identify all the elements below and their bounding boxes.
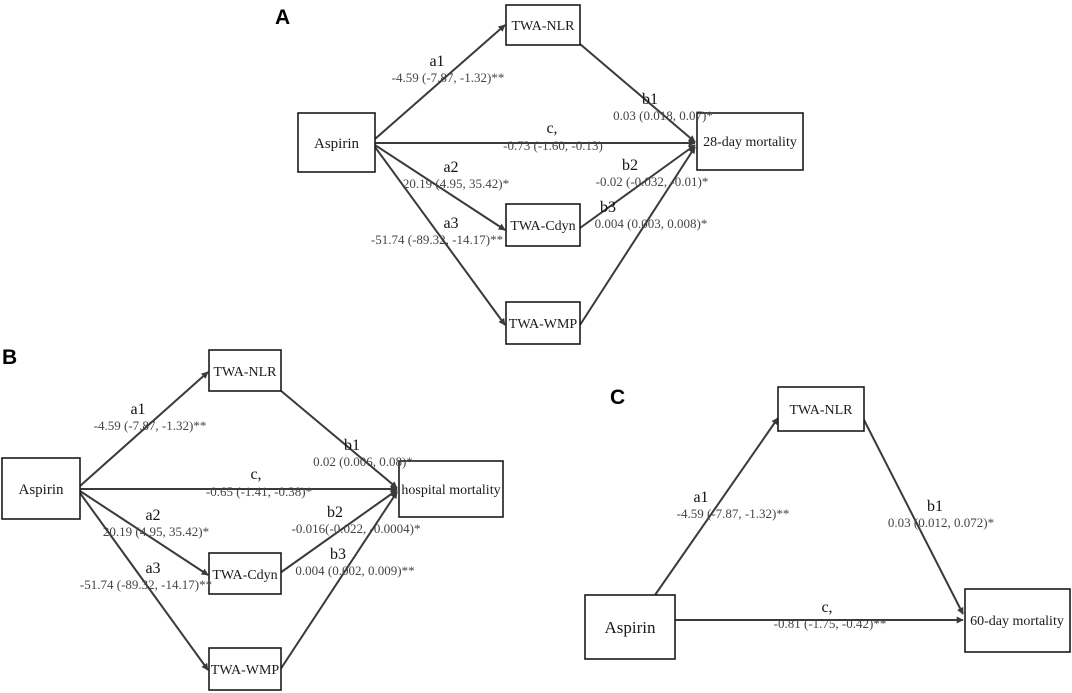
label-b-a1-value: -4.59 (-7.87, -1.32)**	[94, 418, 207, 433]
panel-c: C Aspirin TWA-NLR 60-day mortality a1 -4…	[584, 386, 1071, 660]
node-b-aspirin-label: Aspirin	[19, 482, 65, 498]
panel-a: A Aspirin TWA-NLR TWA-Cdyn TWA-WMP 28-da…	[275, 4, 804, 345]
node-c-outcome: 60-day mortality	[964, 588, 1071, 653]
panel-b: B Aspirin TWA-NLR TWA-Cdyn TWA-WMP hospi…	[1, 346, 504, 691]
label-a-a3-value: -51.74 (-89.32, -14.17)**	[371, 232, 503, 247]
node-b-outcome-label: hospital mortality	[401, 483, 500, 498]
label-b-b2-coef: b2	[327, 504, 343, 521]
label-a-b3-coef: b3	[600, 199, 616, 216]
node-b-aspirin: Aspirin	[1, 457, 81, 520]
node-a-cdyn-label: TWA-Cdyn	[510, 219, 575, 234]
node-b-nlr-label: TWA-NLR	[214, 365, 278, 380]
node-c-nlr-label: TWA-NLR	[790, 403, 854, 418]
label-b-c-value: -0.65 (-1.41, -0.38)*	[206, 484, 312, 499]
label-a-a1-value: -4.59 (-7.87, -1.32)**	[392, 70, 505, 85]
node-a-aspirin-label: Aspirin	[314, 136, 360, 152]
node-a-aspirin: Aspirin	[297, 112, 376, 173]
label-a-a1-coef: a1	[429, 53, 444, 70]
label-c-b1-coef: b1	[927, 498, 943, 515]
label-a-b2-coef: b2	[622, 157, 638, 174]
label-c-c-coef: c,	[821, 599, 832, 616]
edge-a-b3	[579, 146, 696, 326]
edge-a-b1	[579, 43, 696, 143]
panel-b-letter: B	[2, 346, 17, 369]
node-b-wmp: TWA-WMP	[208, 647, 282, 691]
label-b-a3-coef: a3	[145, 560, 160, 577]
label-b-b3-value: 0.004 (0.002, 0.009)**	[295, 563, 414, 578]
edge-b-b1	[279, 389, 398, 489]
label-a-b1-value: 0.03 (0.018, 0.07)*	[613, 108, 713, 123]
node-b-nlr: TWA-NLR	[208, 349, 282, 392]
panel-a-letter: A	[275, 6, 290, 29]
label-a-a2-value: 20.19 (4.95, 35.42)*	[403, 176, 509, 191]
edge-c-a1	[654, 417, 779, 596]
edge-a-a3	[374, 146, 506, 326]
label-b-b3-coef: b3	[330, 546, 346, 563]
node-a-wmp: TWA-WMP	[505, 301, 581, 345]
label-a-c-value: -0.73 (-1.60, -0.13)	[503, 138, 603, 153]
node-c-aspirin-label: Aspirin	[605, 618, 657, 637]
node-b-outcome: hospital mortality	[398, 460, 504, 518]
edge-b-b2	[279, 489, 398, 574]
node-a-outcome: 28-day mortality	[696, 112, 804, 171]
node-a-outcome-label: 28-day mortality	[703, 135, 797, 150]
node-b-wmp-label: TWA-WMP	[211, 663, 280, 678]
node-a-wmp-label: TWA-WMP	[509, 317, 578, 332]
label-b-b1-coef: b1	[344, 437, 360, 454]
label-b-c-coef: c,	[250, 466, 261, 483]
label-c-b1-value: 0.03 (0.012, 0.072)*	[888, 515, 994, 530]
node-c-nlr: TWA-NLR	[777, 386, 865, 432]
label-c-a1-coef: a1	[693, 489, 708, 506]
panel-c-letter: C	[610, 386, 625, 409]
edge-a-a2	[374, 144, 506, 231]
label-b-a2-coef: a2	[145, 507, 160, 524]
label-b-b1-value: 0.02 (0.006, 0.08)*	[313, 454, 413, 469]
label-b-b2-value: -0.016(-0.022, -0.0004)*	[292, 521, 421, 536]
label-b-a2-value: 20.19 (4.95, 35.42)*	[103, 524, 209, 539]
node-b-cdyn-label: TWA-Cdyn	[212, 568, 277, 583]
node-c-aspirin: Aspirin	[584, 594, 676, 660]
edge-a-b2	[579, 144, 696, 229]
label-a-a3-coef: a3	[443, 215, 458, 232]
edge-b-a3	[79, 492, 209, 671]
edge-b-a1	[79, 371, 209, 487]
edge-b-a2	[79, 490, 209, 576]
label-a-a2-coef: a2	[443, 159, 458, 176]
edge-b-b3	[279, 491, 398, 671]
label-c-a1-value: -4.59 (-7.87, -1.32)**	[677, 506, 790, 521]
label-c-c-value: -0.81 (-1.75, -0.42)**	[774, 616, 887, 631]
node-b-cdyn: TWA-Cdyn	[208, 552, 282, 595]
node-a-nlr-label: TWA-NLR	[512, 19, 576, 34]
label-a-b2-value: -0.02 (-0.032, -0.01)*	[596, 174, 709, 189]
edge-a-a1	[374, 24, 506, 140]
node-a-nlr: TWA-NLR	[505, 4, 581, 46]
label-b-a3-value: -51.74 (-89.32, -14.17)**	[80, 577, 212, 592]
label-a-c-coef: c,	[546, 120, 557, 137]
label-b-a1-coef: a1	[130, 401, 145, 418]
node-c-outcome-label: 60-day mortality	[970, 614, 1064, 629]
label-a-b3-value: 0.004 (0.003, 0.008)*	[595, 216, 708, 231]
label-a-b1-coef: b1	[642, 91, 658, 108]
node-a-cdyn: TWA-Cdyn	[505, 203, 581, 247]
edge-c-b1	[862, 417, 964, 615]
